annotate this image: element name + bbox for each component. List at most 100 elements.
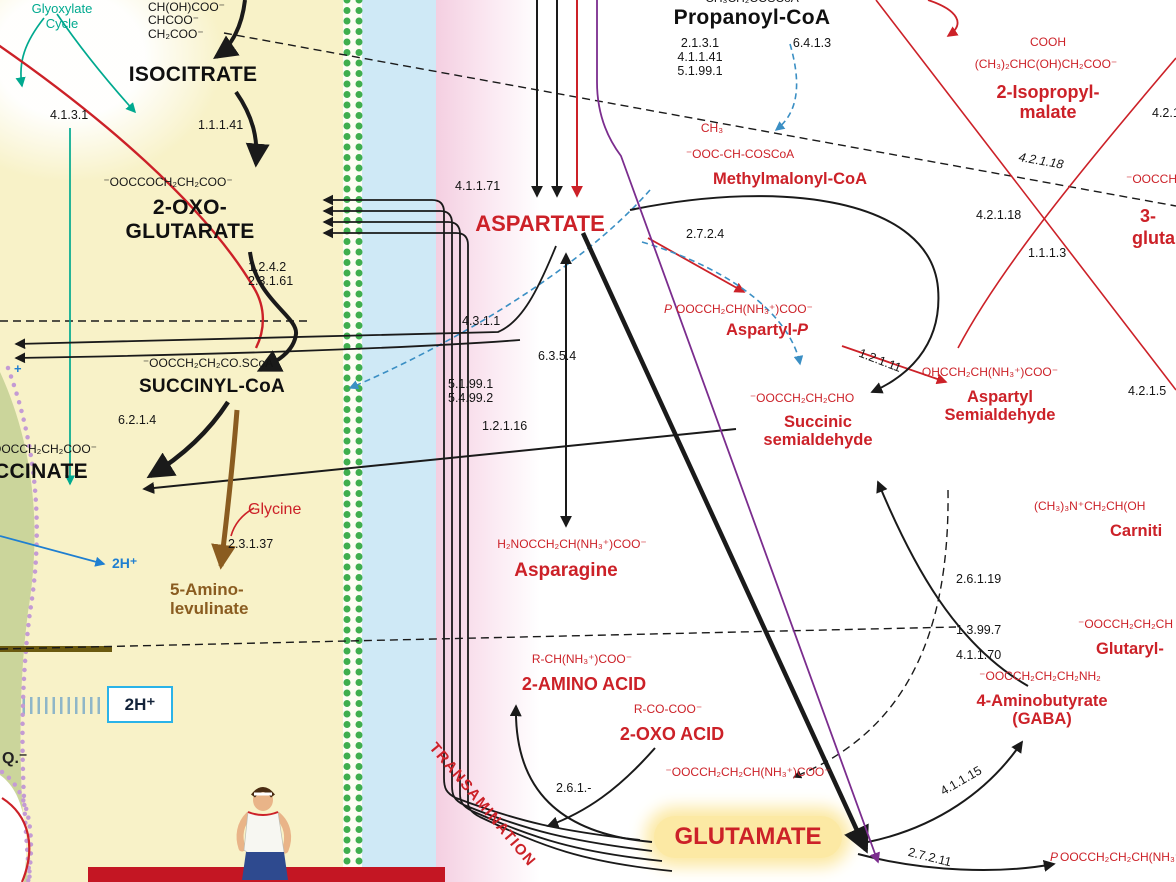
ec-2-3-1-37: 2.3.1.37: [228, 537, 274, 551]
athlete-figure: [236, 787, 292, 880]
aspartyl-semialdehyde-label: Aspartyl Semialdehyde: [944, 388, 1056, 425]
ec-1-3-99-7: 1.3.99.7: [956, 623, 1002, 637]
asparagine-label: Asparagine: [514, 560, 618, 581]
oocch-fragment: ⁻OOCCH: [1126, 172, 1176, 186]
glyoxylate-white-halo: [0, 0, 220, 180]
ec-6-2-1-4: 6.2.1.4: [118, 413, 157, 427]
methylmalonylcoa-label: Methylmalonyl-CoA: [712, 170, 868, 188]
succinic-semialdehyde-formula: ⁻OOCCH₂CH₂CHO: [749, 391, 855, 405]
proton-label: 2H⁺: [112, 555, 138, 571]
propanoylcoa-top-formula: CH₃CH₂COSCoA: [705, 0, 799, 5]
aspartate-to-succinic-semialdehyde-arc: [629, 195, 940, 394]
proton-2h-label: 2H⁺: [124, 694, 156, 714]
glyoxylate-small-arrow: [15, 17, 45, 88]
teal-glyoxylate-arrows: [15, 13, 137, 486]
ec-4-2-1-cut: 4.2.1: [1152, 106, 1176, 120]
ec-1-2-4-2-2-3-1-61: 1.2.4.2 2.3.1.61: [248, 260, 294, 288]
gluta-fragment: gluta: [1132, 228, 1175, 248]
ec-4-1-1-70: 4.1.1.70: [956, 648, 1002, 662]
ec-2-6-1-x: 2.6.1.-: [556, 781, 592, 795]
athlete-left-arm: [236, 811, 253, 852]
glutamate-oxoglutarate-line-4: [322, 227, 673, 872]
gaba-formula: ⁻OOCCH₂CH₂CH₂NH₂: [979, 669, 1101, 683]
isopropylmalate-cooh: COOH: [1030, 35, 1066, 49]
glutamate-formula: ⁻OOCCH₂CH₂CH(NH₃⁺)COO⁻: [665, 765, 831, 779]
glycine-label: Glycine: [248, 501, 302, 518]
three-fragment: 3-: [1140, 206, 1157, 226]
transamination-arrow-2: [546, 747, 656, 829]
ec-4-3-1-1: 4.3.1.1: [462, 314, 501, 328]
glutaryl-label: Glutaryl-: [1096, 640, 1164, 658]
isopropylmalate-formula: (CH₃)₂CHC(OH)CH₂COO⁻: [974, 57, 1118, 71]
ec-4-2-1-5: 4.2.1.5: [1128, 384, 1167, 398]
glutamate-to-glutamylp-arrow: [857, 853, 1056, 872]
cytosol-pink-band: [436, 0, 540, 882]
isocitrate-formula: CH(OH)COO⁻ CHCOO⁻ CH₂COO⁻: [148, 0, 225, 41]
succinylcoa-formula: ⁻OOCCH₂CH₂CO.SCoA: [142, 356, 274, 370]
succinylcoa-label: SUCCINYL-CoA: [138, 376, 286, 397]
methylmalonyl-ch3: CH₃: [700, 121, 724, 135]
athlete-tank-trim: [247, 811, 279, 816]
asparagine-formula: H₂NOCCH₂CH(NH₃⁺)COO⁻: [497, 537, 647, 551]
intermembrane-blue-band: [362, 0, 436, 882]
succinic-semialdehyde-label: Succinic semialdehyde: [763, 413, 873, 450]
dashed-diagonal-top: [223, 32, 1176, 207]
gaba-label: 4-Aminobutyrate (GABA): [976, 692, 1108, 729]
ec-2-1-3-1-stack: 2.1.3.1 4.1.1.41 5.1.99.1: [677, 36, 723, 78]
glutamate-label: GLUTAMATE: [674, 823, 822, 850]
glycine-merge-curve: [230, 507, 255, 537]
glutamate-to-gaba-arrow: [867, 740, 1024, 843]
ec-5-1-99-1-5-4-99-2: 5.1.99.1 5.4.99.2: [448, 377, 494, 405]
ec-1-1-1-41: 1.1.1.41: [198, 118, 244, 132]
isopropylmalate-label: 2-Isopropyl- malate: [996, 82, 1100, 123]
amino-acid-label: 2-AMINO ACID: [521, 674, 647, 694]
red-corner-curve: [1, 797, 31, 882]
plus-sign: +: [14, 361, 22, 376]
oxoglutarate-label: 2-OXO- GLUTARATE: [125, 196, 255, 243]
red-diagonal-right-1: [875, 0, 1176, 391]
dashed-blue-arrows: [348, 43, 804, 390]
glutamate-highlight: [654, 816, 842, 858]
athlete-shorts: [242, 852, 288, 880]
red-diagonal-right-2: [957, 57, 1176, 349]
aminolevulinate-label: 5-Amino- levulinate: [170, 580, 249, 619]
ec-4-1-1-15: 4.1.1.15: [938, 763, 985, 799]
ec-6-3-5-4: 6.3.5.4: [538, 349, 577, 363]
succinate-formula: OOCCH₂CH₂COO⁻: [0, 442, 97, 456]
aspartylp-formula-p: P: [664, 302, 673, 316]
ec-4-2-1-18-a: 4.2.1.18: [1017, 150, 1065, 172]
glutaryl-formula: ⁻OOCCH₂CH₂CH: [1078, 617, 1173, 631]
inner-membrane-dotted-curve-2: [0, 769, 34, 882]
aspartate-diagonal-arrow: [580, 232, 869, 854]
methylmalonyl-formula: ⁻OOC-CH-COSCoA: [685, 147, 795, 161]
black-pathway-arrows: [14, 0, 1056, 872]
aspartylp-label-p: P: [797, 321, 809, 339]
oxo-acid-formula: R-CO-COO⁻: [633, 702, 703, 716]
misc-arrows: [0, 0, 880, 864]
purple-pathway-line: [596, 0, 880, 864]
ec-4-1-1-71: 4.1.1.71: [455, 179, 501, 193]
glyoxylate-cycle-label: Glyoxylate Cycle: [31, 1, 93, 31]
aspartate-to-aspartylp-arrow: [647, 237, 746, 293]
q-radical-label: Q.⁻: [2, 750, 28, 767]
ec-2-6-1-19: 2.6.1.19: [956, 572, 1002, 586]
transamination-arrow-1: [509, 704, 653, 843]
propanoyl-dashed-curve: [774, 43, 798, 131]
glutamylp-formula-p: P: [1050, 850, 1059, 864]
aspartate-label: ASPARTATE: [475, 211, 605, 236]
dashed-right-arc: [792, 489, 949, 779]
oxoglutarate-to-succinylcoa-arrow: [248, 251, 298, 372]
transamination-label: TRANSAMINATION: [425, 739, 540, 871]
ec-6-4-1-3: 6.4.1.3: [792, 36, 832, 50]
glutamate-oxoglutarate-line-3: [322, 216, 663, 862]
ec-2-7-2-4: 2.7.2.4: [686, 227, 725, 241]
proton-2h-box: 2H⁺: [107, 686, 173, 723]
succinate-label: CCINATE: [0, 460, 88, 483]
red-main-curve: [0, 44, 265, 349]
amino-acid-formula: R-CH(NH₃⁺)COO⁻: [531, 652, 633, 666]
succinylcoa-to-succinate-arrow: [146, 400, 230, 479]
glutamate-oxoglutarate-line-2: [322, 205, 653, 852]
methylmalonyl-to-succinylcoa-dashed: [348, 189, 651, 390]
